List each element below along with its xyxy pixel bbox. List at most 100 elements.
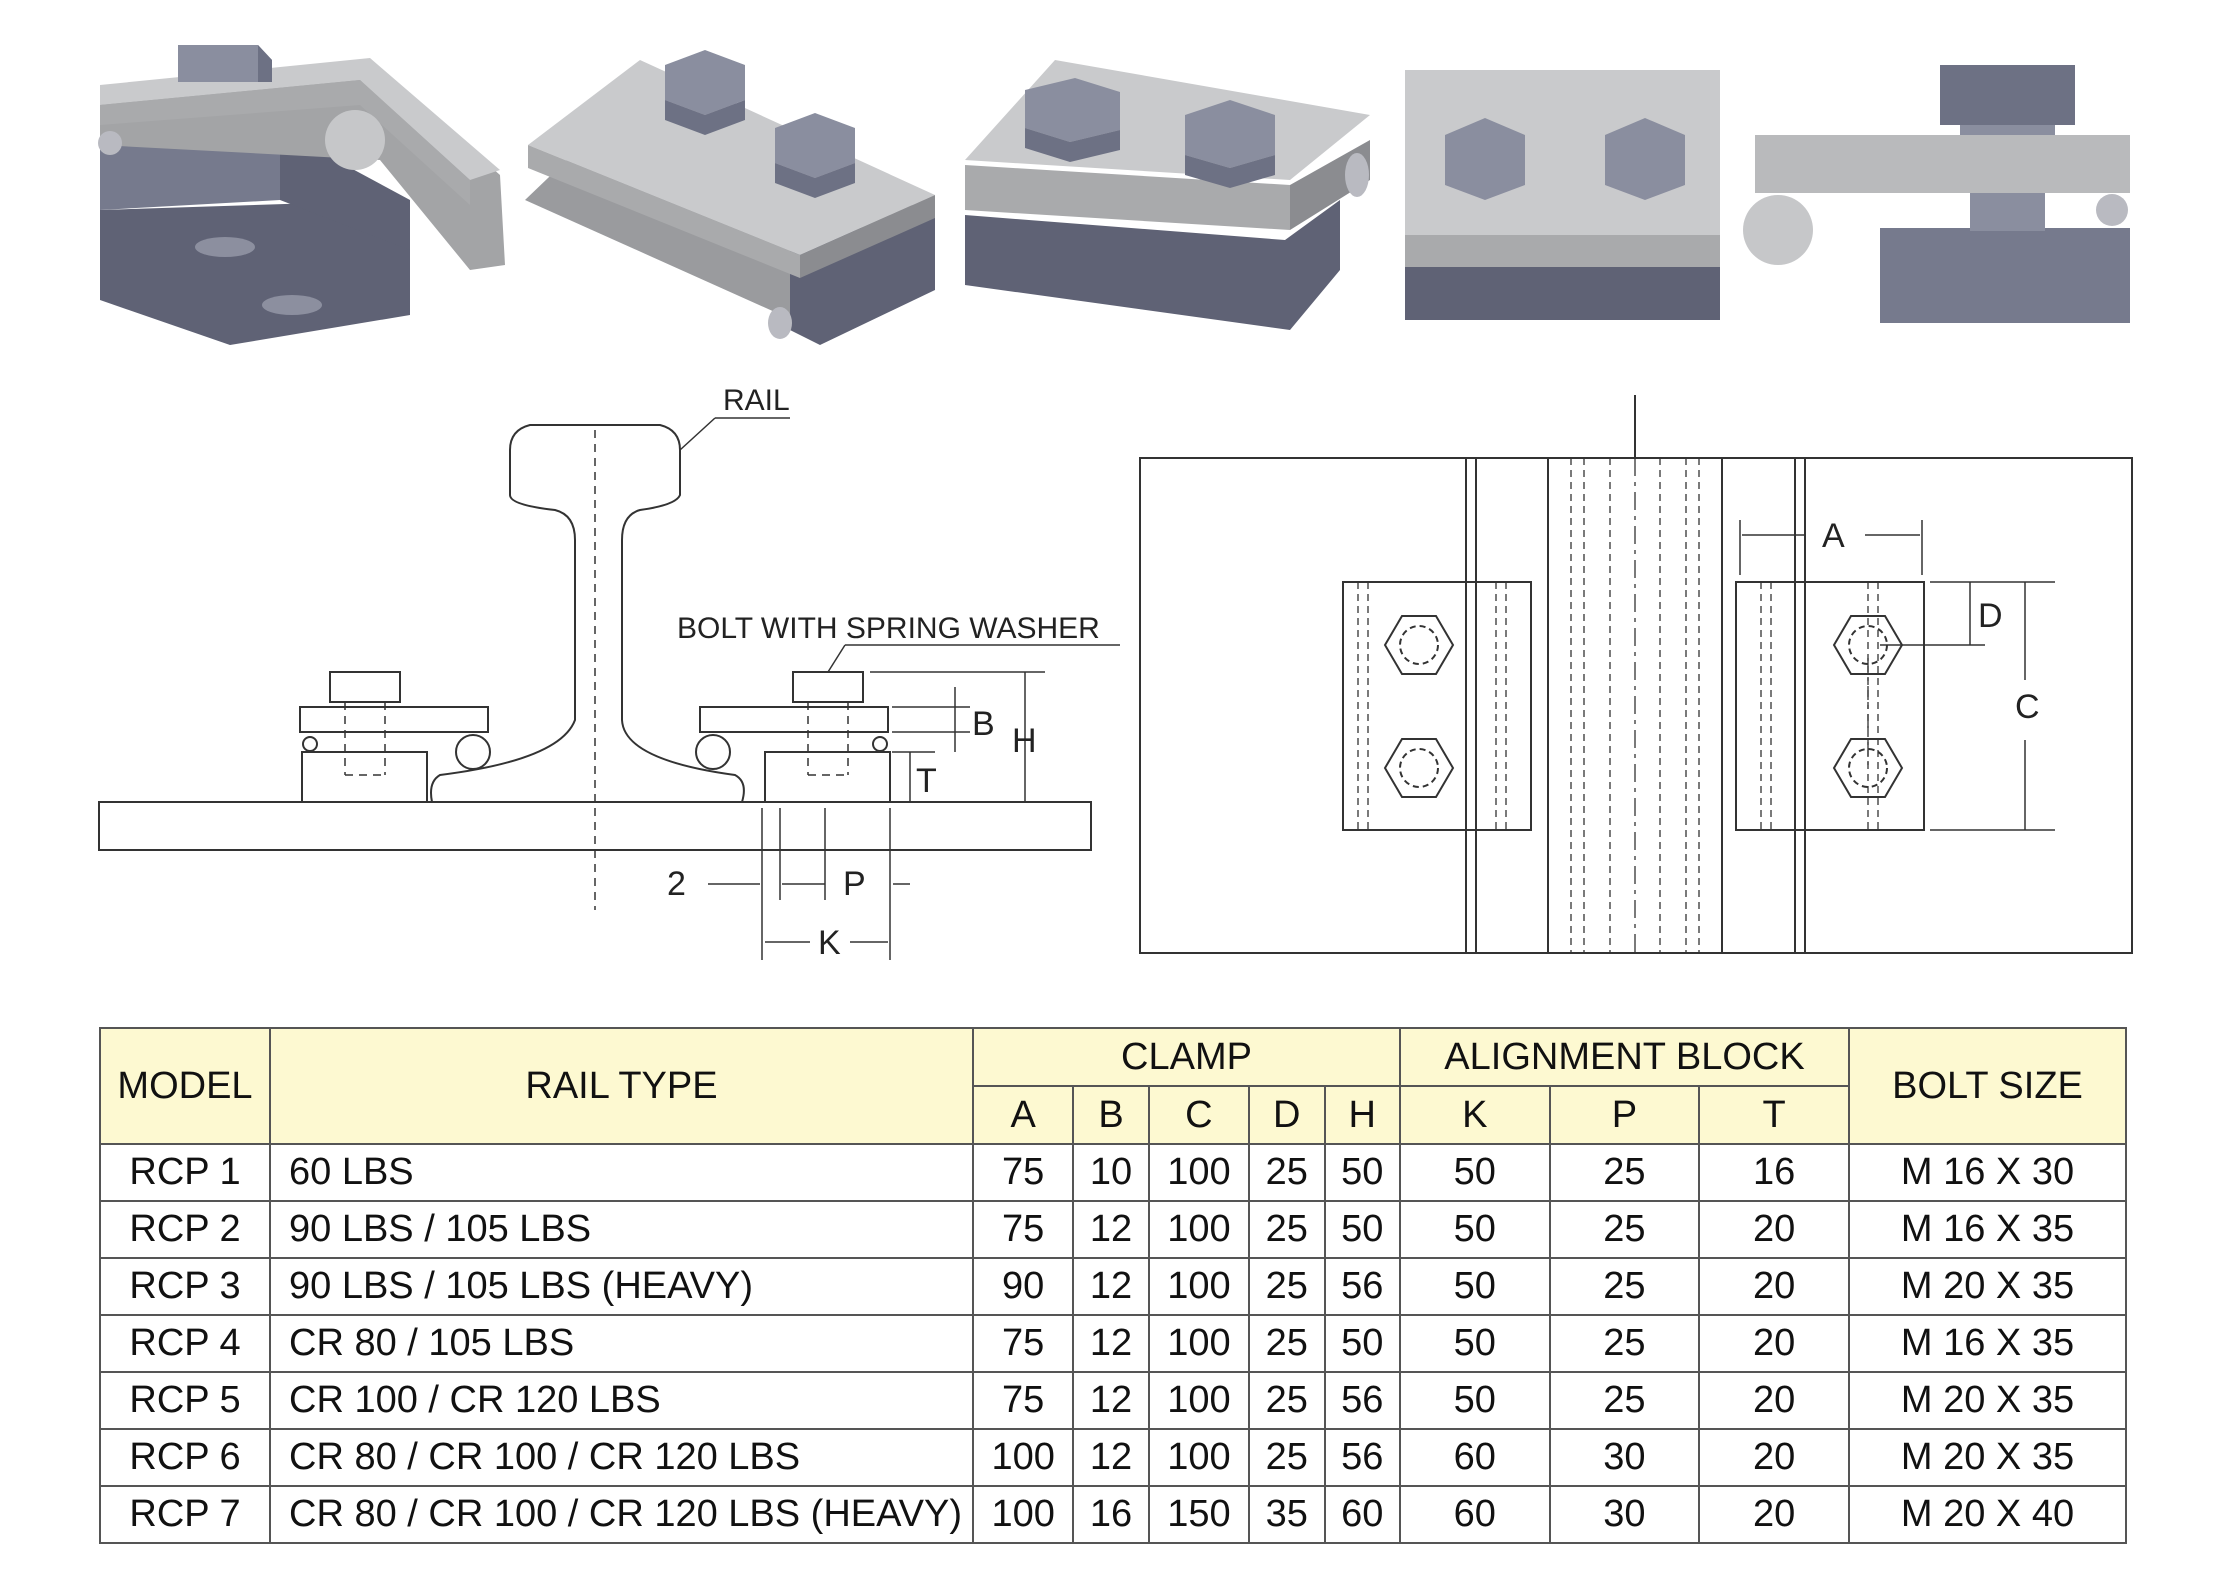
cell-b: 12 [1072, 1314, 1150, 1373]
cell-rail-type: 90 LBS / 105 LBS [269, 1200, 974, 1259]
iso-view-1 [98, 45, 505, 345]
cell-bolt-size: M 16 X 35 [1848, 1200, 2127, 1259]
cell-k: 50 [1398, 1200, 1551, 1259]
isometric-views [98, 45, 2130, 345]
cell-model: RCP 3 [99, 1257, 271, 1316]
header-col-p: P [1548, 1085, 1701, 1145]
cell-bolt-size: M 20 X 35 [1848, 1257, 2127, 1316]
plan-frame [1139, 457, 2133, 954]
dim-p-label: P [843, 865, 866, 903]
header-col-h: H [1323, 1085, 1401, 1145]
cell-rail-type: 60 LBS [269, 1143, 974, 1202]
cell-h: 56 [1323, 1371, 1401, 1430]
cell-model: RCP 6 [99, 1428, 271, 1487]
right-pad-small [872, 736, 888, 752]
dim-b-label: B [972, 705, 995, 743]
iso-view-4 [1405, 70, 1720, 320]
cell-p: 30 [1548, 1428, 1701, 1487]
cell-h: 60 [1323, 1485, 1401, 1544]
cell-d: 25 [1248, 1257, 1326, 1316]
cell-k: 50 [1398, 1371, 1551, 1430]
cell-a: 90 [971, 1257, 1075, 1316]
cell-t: 20 [1698, 1200, 1850, 1259]
cell-b: 12 [1072, 1257, 1150, 1316]
cell-t: 20 [1698, 1371, 1850, 1430]
dim-c-label: C [2015, 688, 2040, 726]
cell-bolt-size: M 16 X 35 [1848, 1314, 2127, 1373]
cell-k: 50 [1398, 1143, 1551, 1202]
table-row: RCP 3 90 LBS / 105 LBS (HEAVY) 90 12 100… [99, 1257, 2127, 1316]
cell-bolt-size: M 20 X 40 [1848, 1485, 2127, 1544]
table-row: RCP 2 90 LBS / 105 LBS 75 12 100 25 50 5… [99, 1200, 2127, 1259]
plan-bolt-4 [1832, 738, 1904, 798]
header-bolt-size: BOLT SIZE [1848, 1027, 2127, 1145]
right-clamp-plate [699, 706, 889, 733]
dim-h-label: H [1012, 722, 1037, 760]
cell-c: 100 [1147, 1314, 1251, 1373]
header-col-b: B [1072, 1085, 1150, 1145]
cell-t: 20 [1698, 1428, 1850, 1487]
left-clamp-plate [299, 706, 489, 733]
cell-p: 30 [1548, 1485, 1701, 1544]
cell-p: 25 [1548, 1257, 1701, 1316]
right-pad-large [695, 734, 731, 770]
cell-c: 100 [1147, 1143, 1251, 1202]
label-rail: RAIL [723, 384, 790, 417]
header-alignment-block: ALIGNMENT BLOCK [1398, 1027, 1851, 1087]
iso-view-3 [965, 60, 1370, 330]
header-col-a: A [971, 1085, 1075, 1145]
cell-d: 25 [1248, 1143, 1326, 1202]
cell-p: 25 [1548, 1143, 1701, 1202]
header-model: MODEL [99, 1027, 271, 1145]
header-rail-type: RAIL TYPE [269, 1027, 974, 1145]
cell-b: 16 [1072, 1485, 1150, 1544]
cell-d: 25 [1248, 1428, 1326, 1487]
cell-b: 12 [1072, 1428, 1150, 1487]
header-col-d: D [1248, 1085, 1326, 1145]
cell-rail-type: CR 80 / 105 LBS [269, 1314, 974, 1373]
right-alignment-block [764, 751, 891, 803]
cell-model: RCP 7 [99, 1485, 271, 1544]
dim-k-label: K [818, 924, 841, 962]
cell-d: 25 [1248, 1314, 1326, 1373]
cell-bolt-size: M 20 X 35 [1848, 1371, 2127, 1430]
cell-d: 25 [1248, 1371, 1326, 1430]
cell-model: RCP 1 [99, 1143, 271, 1202]
cell-h: 56 [1323, 1257, 1401, 1316]
spec-table-body: RCP 1 60 LBS 75 10 100 25 50 50 25 16 M … [99, 1143, 2127, 1544]
cell-p: 25 [1548, 1200, 1701, 1259]
spec-table: MODEL RAIL TYPE CLAMP ALIGNMENT BLOCK BO… [99, 1027, 2127, 1544]
cell-c: 100 [1147, 1257, 1251, 1316]
iso-view-5 [1743, 65, 2130, 323]
cell-a: 100 [971, 1485, 1075, 1544]
dim-a-label: A [1822, 517, 1845, 555]
section-drawing: RAIL BOLT WITH SPRING WASHER B H T 2 P K [98, 384, 1120, 962]
left-pad-small [302, 736, 318, 752]
iso-view-2 [525, 50, 935, 345]
plan-bolt-2 [1383, 738, 1455, 798]
table-row: RCP 5 CR 100 / CR 120 LBS 75 12 100 25 5… [99, 1371, 2127, 1430]
cell-h: 50 [1323, 1143, 1401, 1202]
cell-p: 25 [1548, 1371, 1701, 1430]
cell-b: 12 [1072, 1200, 1150, 1259]
cell-h: 50 [1323, 1200, 1401, 1259]
header-col-t: T [1698, 1085, 1850, 1145]
cell-c: 100 [1147, 1428, 1251, 1487]
cell-rail-type: CR 80 / CR 100 / CR 120 LBS [269, 1428, 974, 1487]
cell-k: 60 [1398, 1485, 1551, 1544]
right-bolt-head [792, 671, 864, 703]
table-row: RCP 4 CR 80 / 105 LBS 75 12 100 25 50 50… [99, 1314, 2127, 1373]
cell-p: 25 [1548, 1314, 1701, 1373]
header-col-c: C [1147, 1085, 1251, 1145]
dim-d-label: D [1978, 597, 2003, 635]
cell-model: RCP 5 [99, 1371, 271, 1430]
plan-left-clamp [1342, 581, 1532, 831]
cell-t: 20 [1698, 1257, 1850, 1316]
cell-k: 60 [1398, 1428, 1551, 1487]
cell-c: 100 [1147, 1200, 1251, 1259]
cell-b: 10 [1072, 1143, 1150, 1202]
cell-bolt-size: M 20 X 35 [1848, 1428, 2127, 1487]
cell-a: 100 [971, 1428, 1075, 1487]
cell-t: 16 [1698, 1143, 1850, 1202]
cell-rail-type: CR 80 / CR 100 / CR 120 LBS (HEAVY) [269, 1485, 974, 1544]
